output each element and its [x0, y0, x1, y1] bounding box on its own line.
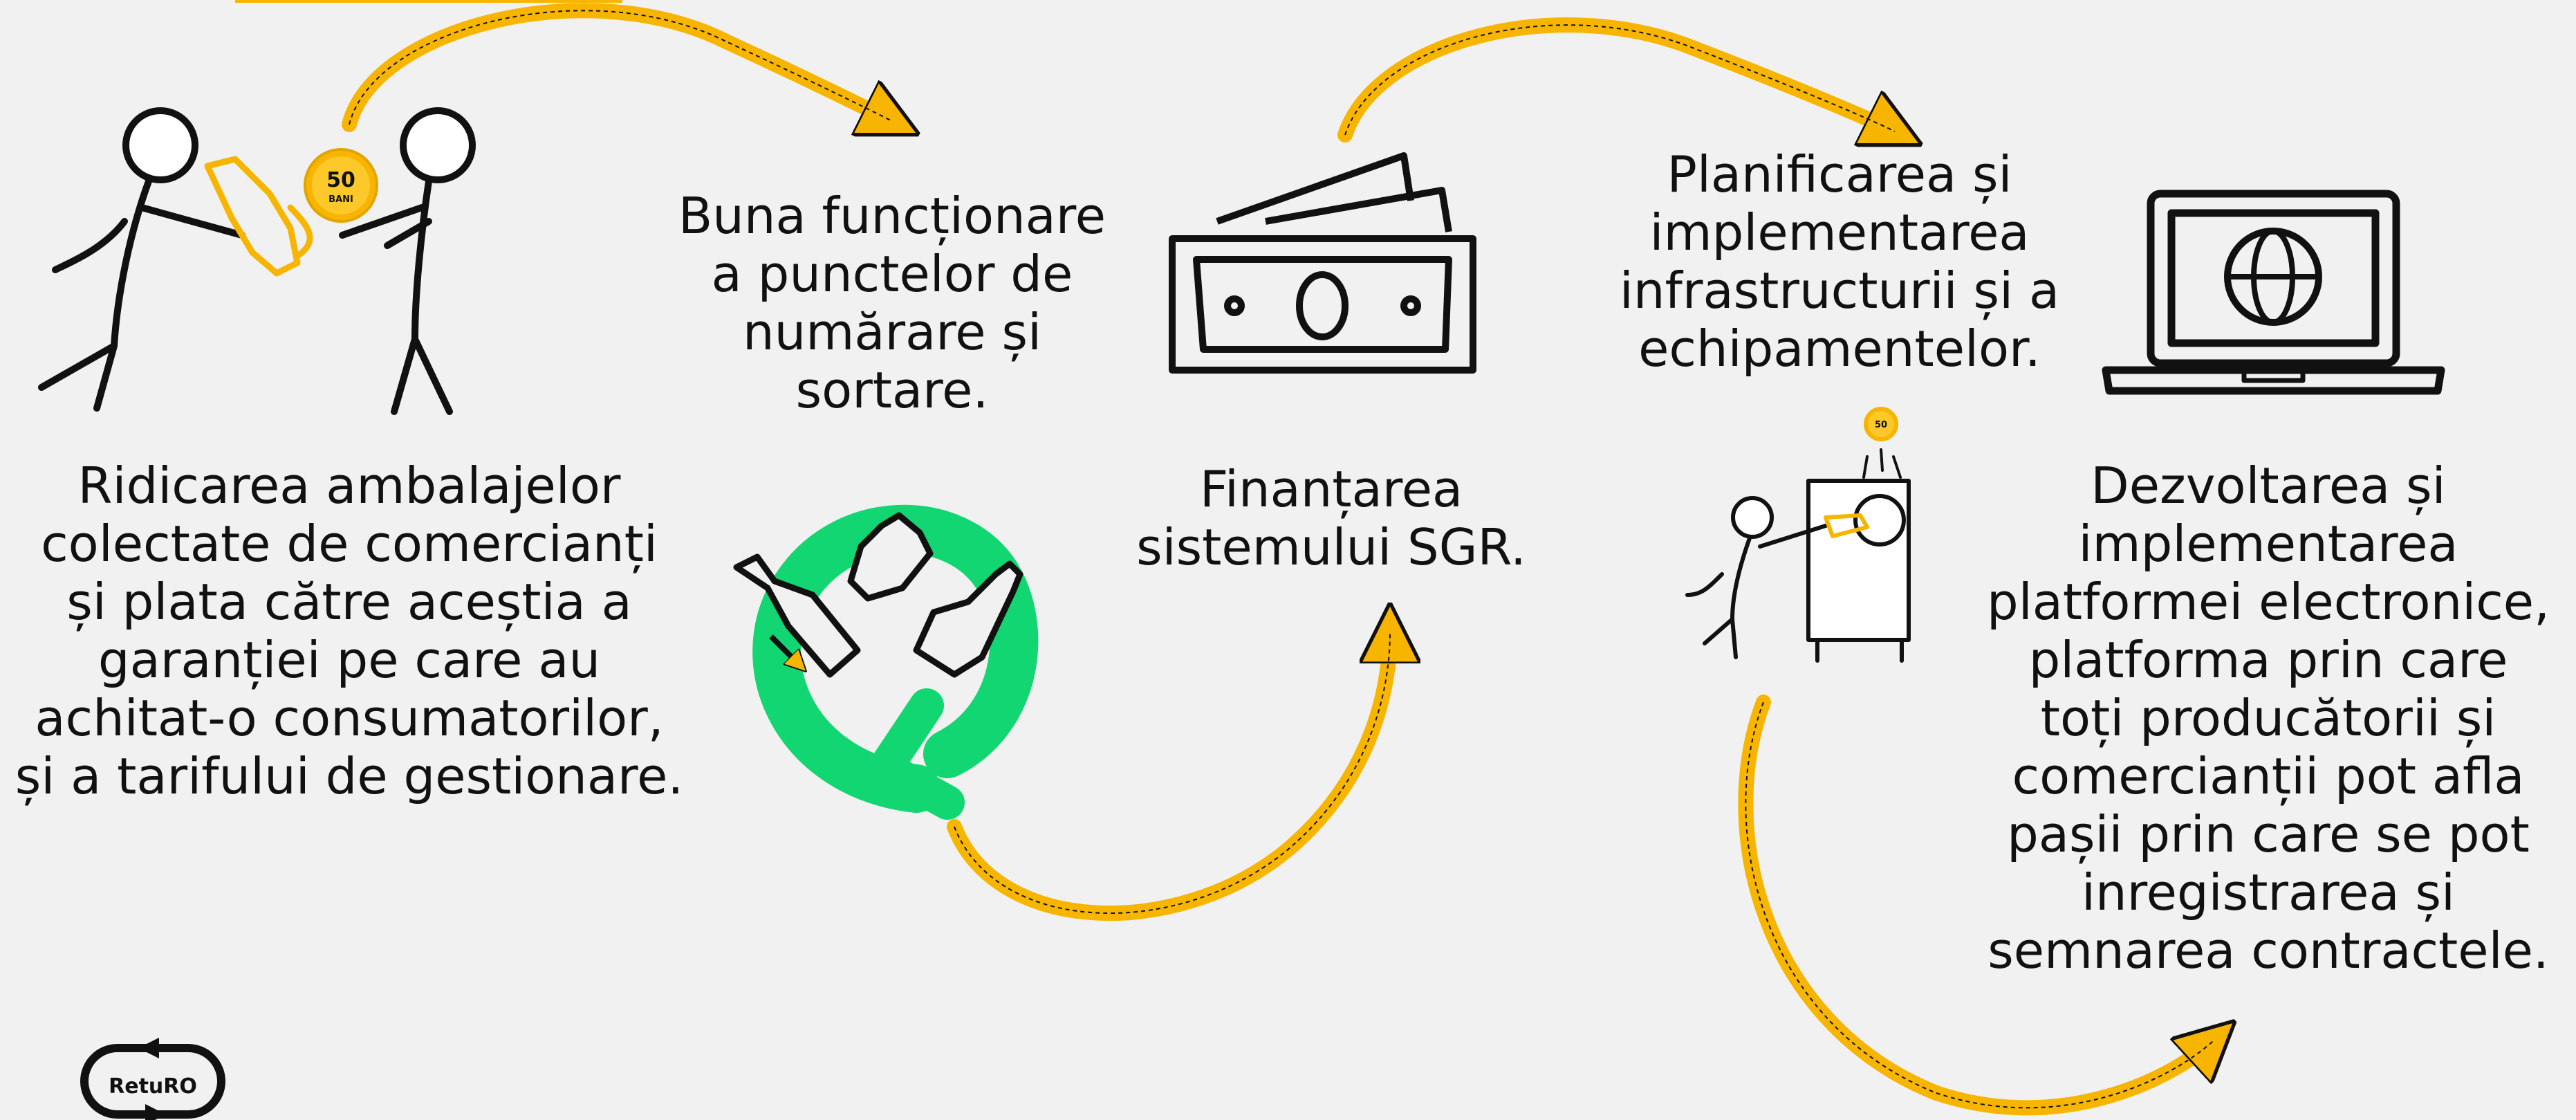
- flow-arrow-icon: [1738, 695, 2213, 1116]
- coin-icon: 50 BANI: [304, 148, 378, 223]
- flow-arrow-icon: [342, 3, 892, 125]
- step-caption-financing: Finanțarea sistemului SGR.: [1136, 460, 1526, 576]
- banknotes-icon: [1169, 152, 1476, 374]
- coin-unit: BANI: [328, 194, 353, 205]
- step-caption-platform: Dezvoltarea și implementarea platformei …: [1986, 457, 2550, 980]
- returo-logo: RetuRO: [80, 1038, 225, 1120]
- reverse-vending-machine-icon: [1685, 448, 1911, 663]
- step-caption-infrastructure: Planificarea și implementarea infrastruc…: [1619, 145, 2060, 378]
- coin-value-small: 50: [1875, 420, 1887, 430]
- laptop-globe-icon: [2102, 190, 2445, 395]
- step-caption-collection: Ridicarea ambalajelor colectate de comer…: [15, 457, 684, 805]
- flow-arrow-icon: [947, 633, 1390, 921]
- step-caption-counting: Buna funcționare a punctelor de numărare…: [678, 187, 1106, 419]
- people-exchange-icon: [38, 107, 476, 415]
- logo-text: RetuRO: [109, 1074, 197, 1099]
- flow-arrow-icon: [1337, 17, 1895, 135]
- coin-value: 50: [326, 168, 355, 192]
- recycle-bottles-icon: [733, 504, 1039, 820]
- coin-icon: 50: [1864, 407, 1898, 441]
